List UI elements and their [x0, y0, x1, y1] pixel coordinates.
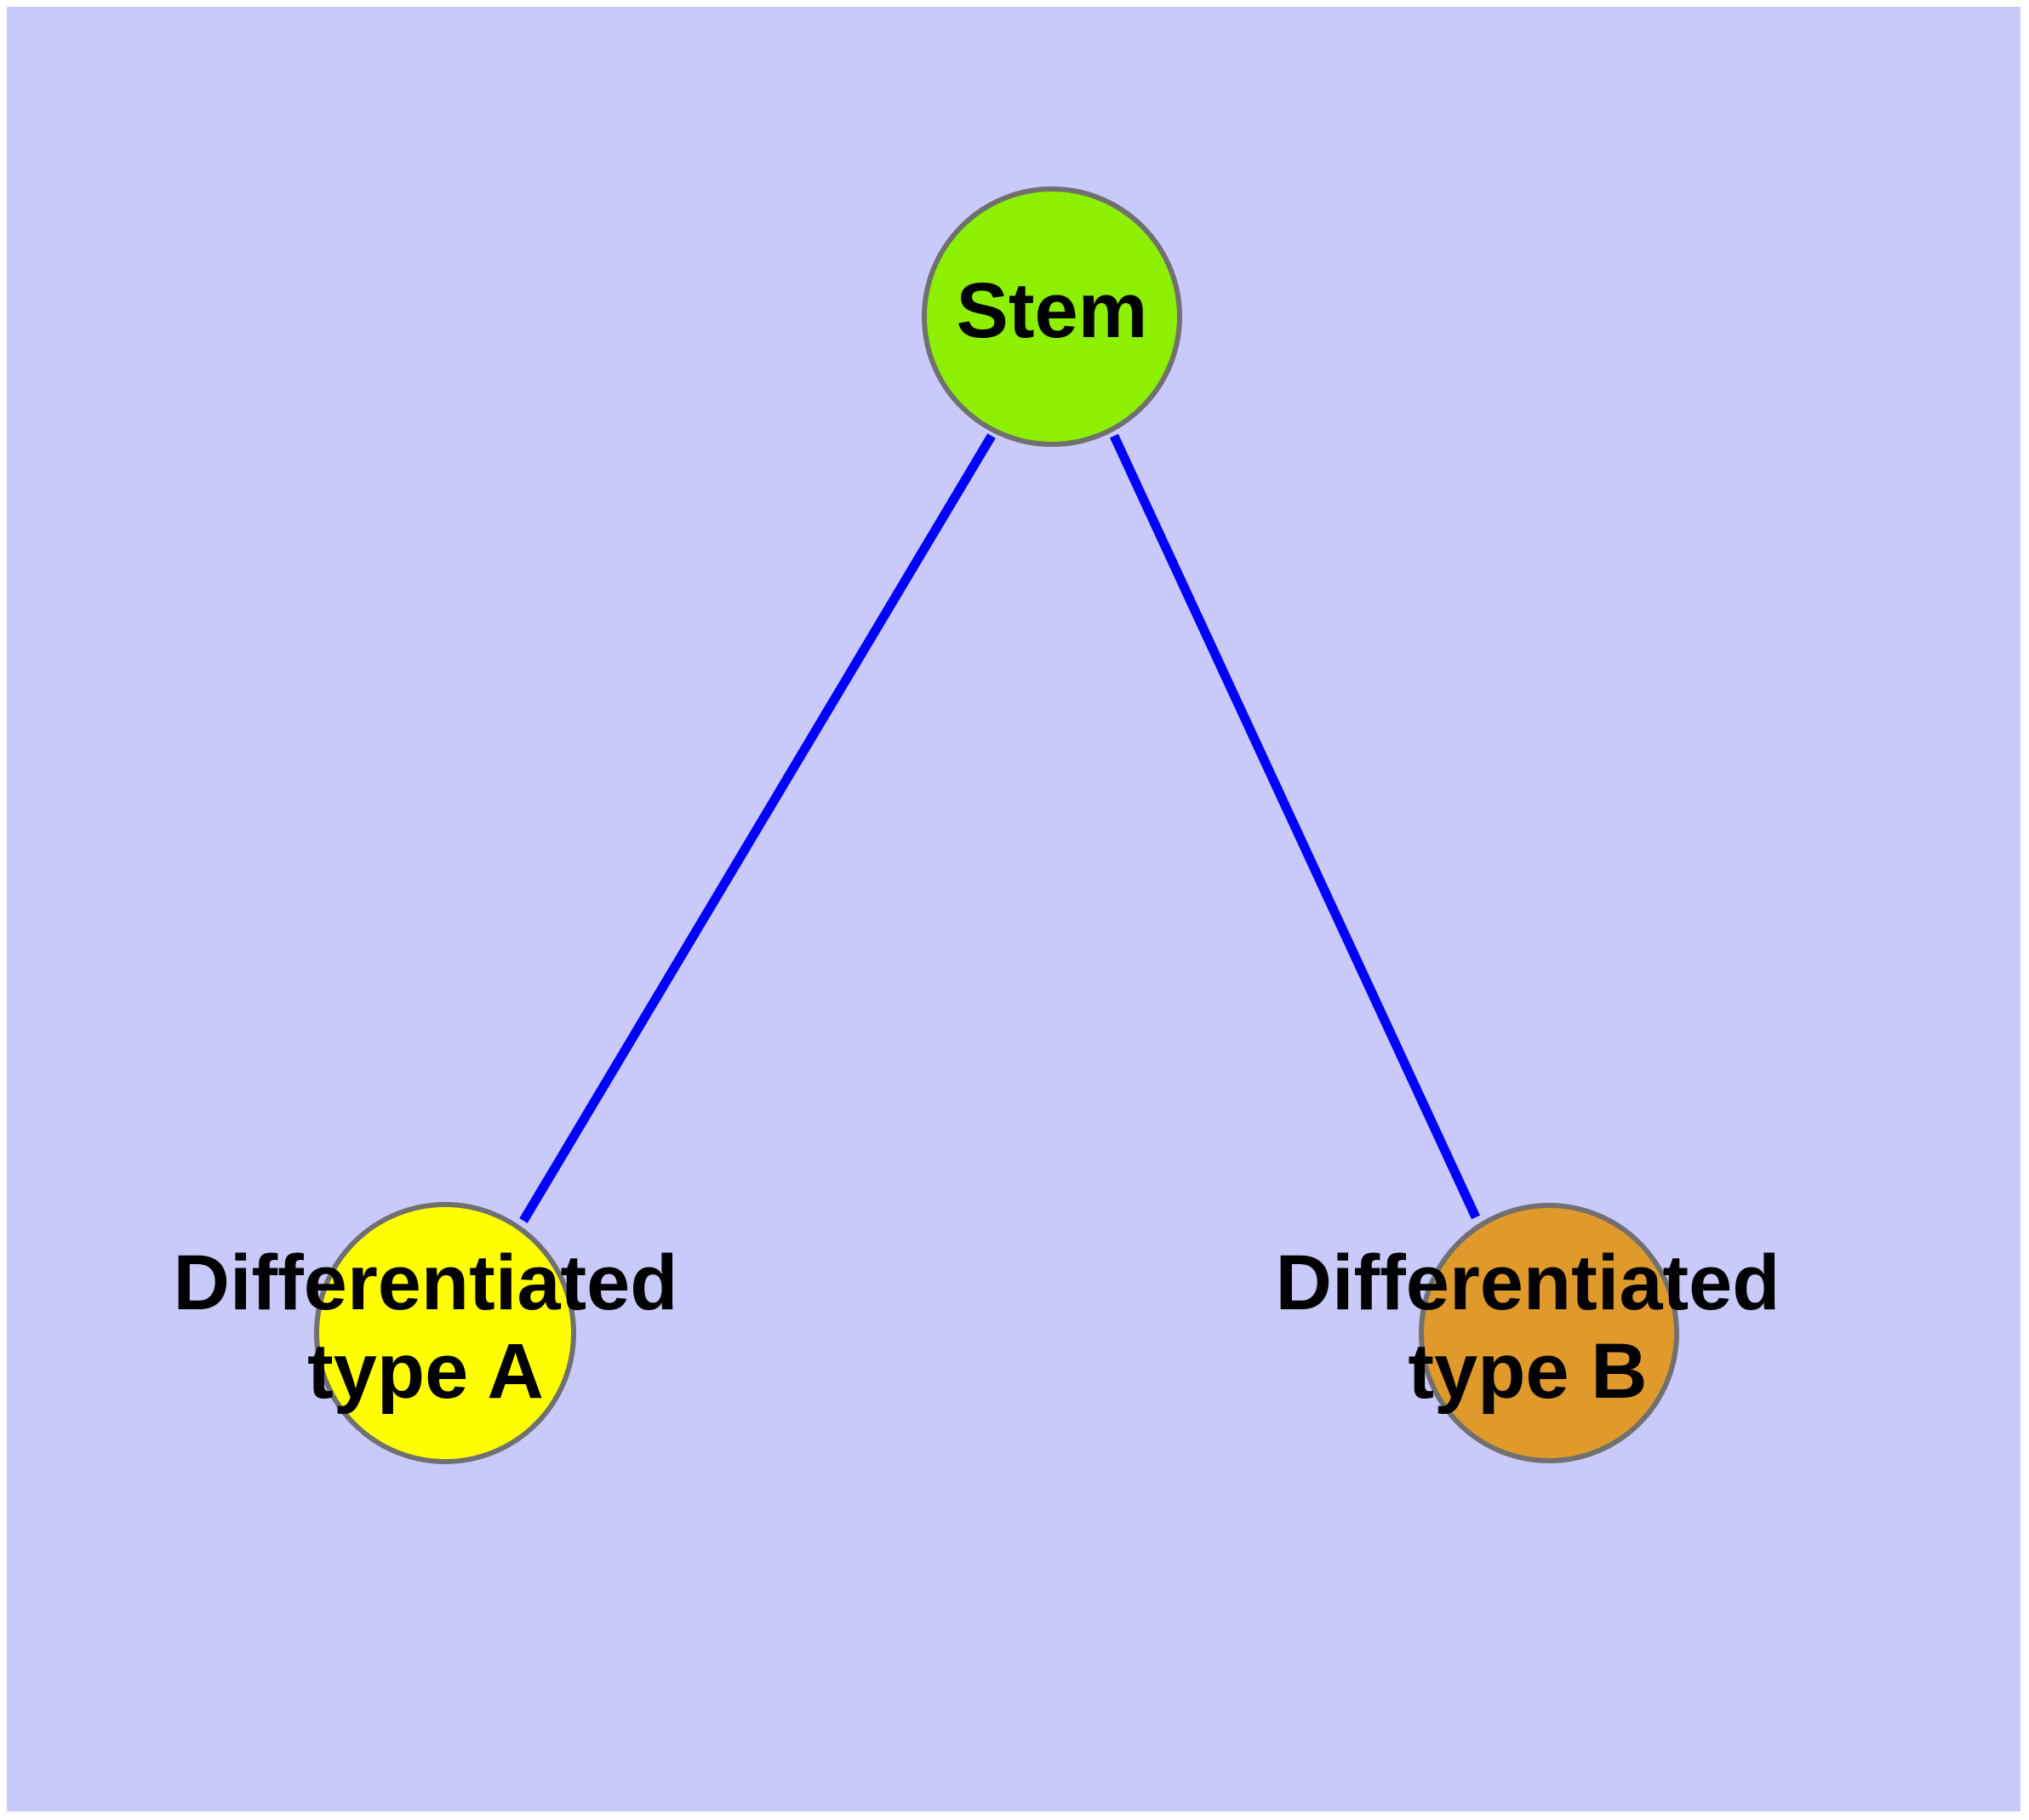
edges-layer — [519, 433, 1480, 1223]
edge-stem-to-differentiated-type-a — [519, 433, 996, 1223]
node-stem-circle[interactable] — [922, 186, 1182, 447]
node-label-line: Differentiated — [174, 1239, 678, 1326]
node-label-line: Differentiated — [1276, 1239, 1780, 1326]
node-label-line: Stem — [957, 267, 1148, 354]
edge-stem-to-differentiated-type-b — [1110, 433, 1480, 1220]
node-stem-label: Stem — [957, 267, 1148, 354]
node-label-line: type B — [1408, 1328, 1647, 1415]
node-differentiated-type-a-circle[interactable] — [314, 1202, 576, 1464]
nodes-layer — [314, 186, 1679, 1464]
node-label-line: type A — [307, 1328, 544, 1415]
node-differentiated-type-b-circle[interactable] — [1419, 1203, 1679, 1463]
